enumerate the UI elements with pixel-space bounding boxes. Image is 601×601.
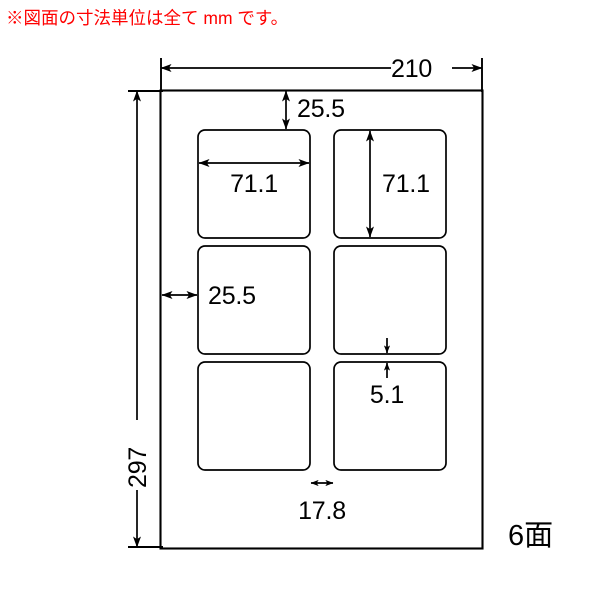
label-cell-r2c1 xyxy=(197,245,311,355)
dimension-label-height-label: 71.1 xyxy=(382,170,430,198)
dimension-row-gap: 5.1 xyxy=(370,338,404,409)
label-cell-r2c2 xyxy=(333,245,447,355)
dimension-row-gap-label: 5.1 xyxy=(370,381,404,409)
label-cell-r3c1 xyxy=(197,361,311,471)
dimension-top-margin: 25.5 xyxy=(282,90,345,130)
dimension-sheet-width-label: 210 xyxy=(391,55,432,83)
dimension-label-width: 71.1 xyxy=(198,159,310,198)
dimension-column-gap-label: 17.8 xyxy=(298,497,346,525)
dimension-top-margin-label: 25.5 xyxy=(297,95,345,123)
dimension-label-height: 71.1 xyxy=(366,130,430,238)
dimension-left-margin-label: 25.5 xyxy=(208,282,256,310)
label-grid xyxy=(197,129,447,471)
label-cell-r3c2 xyxy=(333,361,447,471)
dimension-sheet-height-label: 297 xyxy=(124,447,152,488)
label-cell-r1c1 xyxy=(197,129,311,239)
dimension-sheet-width: 210 xyxy=(160,55,483,92)
dimension-label-width-label: 71.1 xyxy=(230,170,278,198)
label-count-text: 6面 xyxy=(508,520,553,552)
dimension-sheet-height: 297 xyxy=(124,90,163,548)
dimension-left-margin: 25.5 xyxy=(161,282,256,310)
dimension-column-gap: 17.8 xyxy=(298,479,346,525)
label-cell-r1c2 xyxy=(333,129,447,239)
unit-note-text: ※図面の寸法単位は全て mm です。 xyxy=(6,8,288,28)
